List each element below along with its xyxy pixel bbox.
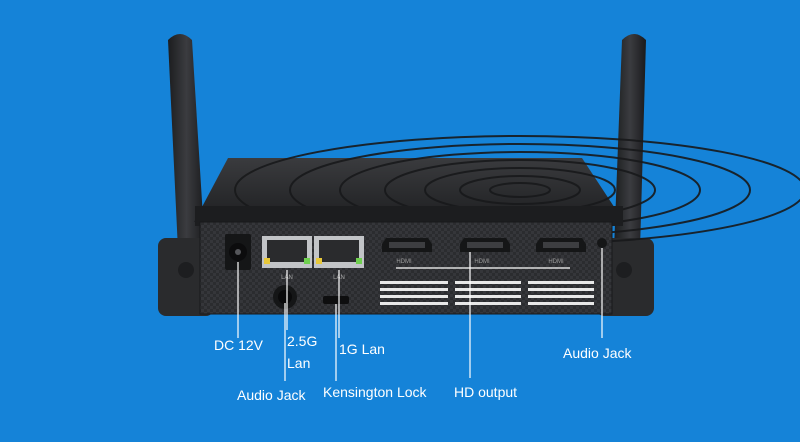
callout-kensington-lock: Kensington Lock xyxy=(323,384,427,400)
lan-port-2-5g: LAN xyxy=(262,236,312,281)
hdmi-port-1: HDMI xyxy=(382,238,432,265)
kensington-lock-slot xyxy=(323,296,349,304)
callout-hd-output: HD output xyxy=(454,384,518,400)
callout-lines xyxy=(237,248,603,381)
hdmi-port-3: HDMI xyxy=(536,238,586,265)
hdmi-1-marking: HDMI xyxy=(396,259,412,265)
callout-audio-jack-right: Audio Jack xyxy=(563,345,632,361)
ventilation-grilles xyxy=(380,281,594,305)
hdmi-port-2: HDMI xyxy=(460,238,510,265)
callout-dc-12v: DC 12V xyxy=(214,337,264,353)
lan-port-1g: LAN xyxy=(314,236,364,281)
callout-audio-jack-left: Audio Jack xyxy=(237,387,306,403)
hdmi-3-marking: HDMI xyxy=(548,259,564,265)
callout-2-5g-line1: 2.5G xyxy=(287,333,318,349)
device-top-cover xyxy=(194,135,800,245)
callout-1g-lan: 1G Lan xyxy=(339,341,385,357)
audio-jack-right xyxy=(597,238,607,248)
audio-jack-left xyxy=(273,285,297,309)
dc-power-jack xyxy=(225,234,251,270)
hdmi-2-marking: HDMI xyxy=(474,259,490,265)
callout-2-5g-line2: Lan xyxy=(287,355,311,371)
